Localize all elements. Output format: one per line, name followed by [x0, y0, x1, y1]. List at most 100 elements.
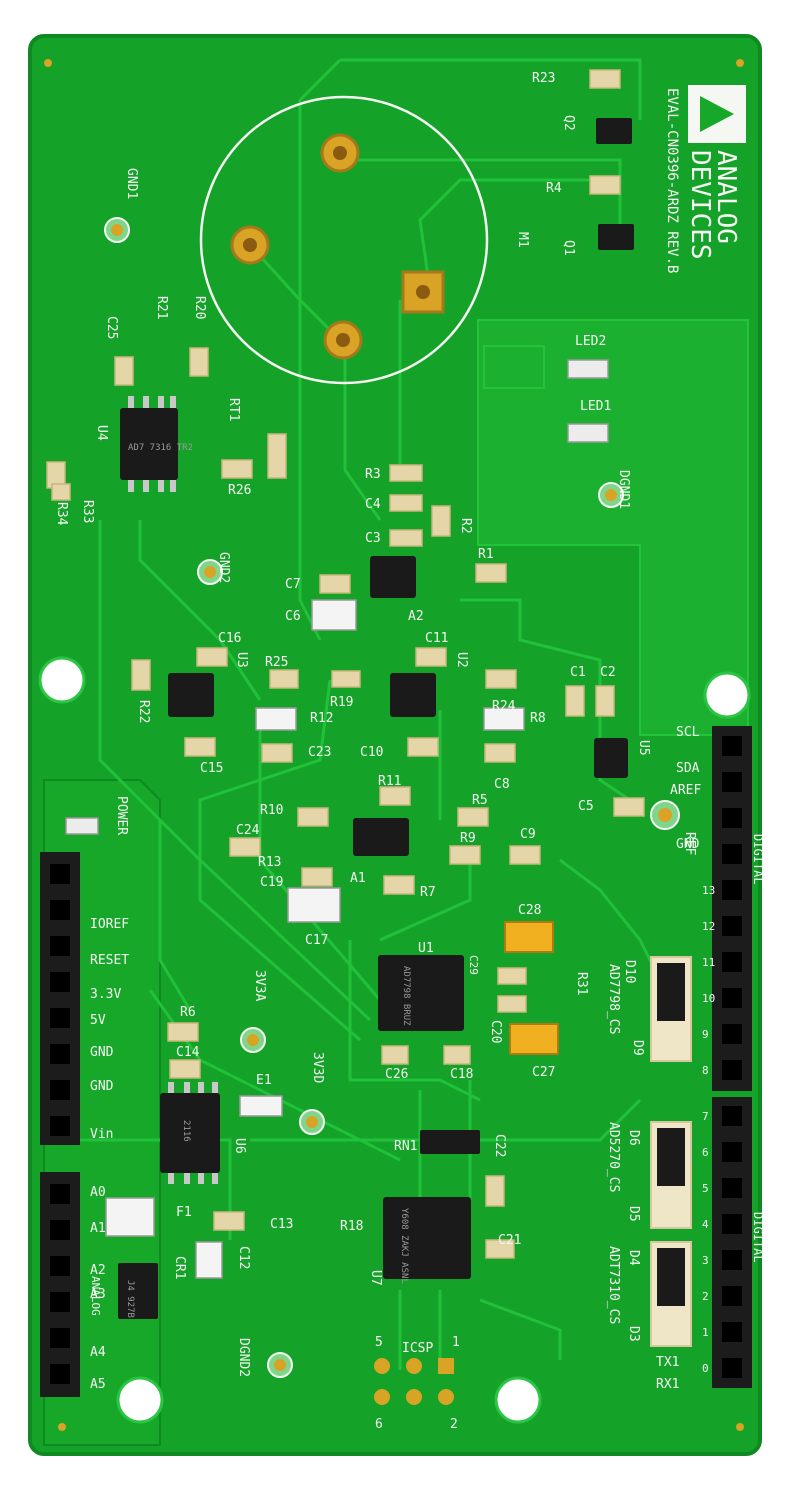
label-a5: A5	[90, 1377, 106, 1392]
u1-marking: AD7798 BRUZ	[401, 966, 411, 1026]
label-r21: R21	[154, 296, 169, 319]
label-r31: R31	[574, 972, 589, 995]
label-c12: C12	[236, 1246, 251, 1269]
label-r5: R5	[472, 793, 488, 808]
label-led2: LED2	[575, 334, 606, 349]
label-vin: Vin	[90, 1127, 113, 1142]
label-r23: R23	[532, 71, 555, 86]
pin-0: 0	[702, 1362, 709, 1375]
label-q1: Q1	[561, 240, 576, 256]
pin-8: 8	[702, 1064, 709, 1077]
label-c25: C25	[104, 316, 119, 339]
label-d5: D5	[626, 1206, 641, 1222]
label-3v3d: 3V3D	[310, 1052, 325, 1083]
label-u2: U2	[454, 652, 469, 668]
label-a2: A2	[408, 609, 424, 624]
label-aref: AREF	[670, 783, 701, 798]
label-c9: C9	[520, 827, 536, 842]
label-c1: C1	[570, 665, 586, 680]
label-dgnd2: DGND2	[236, 1338, 251, 1377]
label-digital-top: DIGITAL	[751, 834, 765, 885]
label-3v3: 3.3V	[90, 987, 121, 1002]
m1-outline	[199, 95, 489, 385]
pin-7: 7	[702, 1110, 709, 1123]
label-gnd1: GND1	[124, 168, 139, 199]
label-rt1: RT1	[226, 398, 241, 421]
label-a0: A0	[90, 1185, 106, 1200]
label-digital-bottom: DIGITAL	[751, 1212, 765, 1263]
label-ref: REF	[682, 832, 697, 856]
label-r11: R11	[378, 774, 401, 789]
label-c17: C17	[305, 933, 328, 948]
pin-10: 10	[702, 992, 715, 1005]
label-r7: R7	[420, 885, 436, 900]
pin-2: 2	[702, 1290, 709, 1303]
label-r34: R34	[54, 502, 69, 526]
u7-marking: Y608 ZAKJ ASNL	[399, 1208, 409, 1284]
label-gnd-a: GND	[90, 1045, 114, 1060]
label-a2-pin: A2	[90, 1263, 106, 1278]
label-d10: D10	[622, 960, 637, 983]
label-c14: C14	[176, 1045, 200, 1060]
label-gnd-b: GND	[90, 1079, 114, 1094]
label-c8: C8	[494, 777, 510, 792]
label-c4: C4	[365, 497, 381, 512]
label-r8: R8	[530, 711, 546, 726]
label-c7: C7	[285, 577, 301, 592]
pin-5: 5	[702, 1182, 709, 1195]
label-adt7310-cs: ADT7310_CS	[606, 1246, 621, 1324]
chip-markings: AD7 7316 TR2 AD7798 BRUZ Y608 ZAKJ ASNL …	[125, 443, 411, 1318]
label-rx1: RX1	[656, 1377, 679, 1392]
label-3v3a: 3V3A	[252, 970, 267, 1001]
label-u6: U6	[232, 1138, 247, 1154]
label-r18: R18	[340, 1219, 363, 1234]
label-tx1: TX1	[656, 1355, 679, 1370]
pin-11: 11	[702, 956, 715, 969]
label-r13: R13	[258, 855, 281, 870]
label-ad7798-cs: AD7798_CS	[606, 964, 621, 1034]
label-u4: U4	[94, 425, 109, 441]
test-points	[104, 217, 680, 1378]
pin-1: 1	[702, 1326, 709, 1339]
pin-headers[interactable]	[40, 726, 752, 1397]
label-r24: R24	[492, 699, 516, 714]
u6-marking: 2116	[181, 1120, 191, 1142]
label-c18: C18	[450, 1067, 473, 1082]
label-c2: C2	[600, 665, 616, 680]
label-c29: C29	[467, 955, 480, 975]
label-icsp: ICSP	[402, 1341, 433, 1356]
label-u5: U5	[636, 740, 651, 756]
label-d9: D9	[630, 1040, 645, 1056]
label-r4: R4	[546, 181, 562, 196]
pin-4: 4	[702, 1218, 709, 1231]
label-r20: R20	[192, 296, 207, 319]
label-gnd2: GND2	[216, 552, 231, 583]
label-c20: C20	[488, 1020, 503, 1043]
label-c3: C3	[365, 531, 381, 546]
label-r3: R3	[365, 467, 381, 482]
label-r22: R22	[136, 700, 151, 723]
label-icsp-2: 2	[450, 1417, 458, 1432]
label-a4: A4	[90, 1345, 106, 1360]
label-analog: ANALOG	[89, 1276, 102, 1316]
passives	[46, 69, 645, 1279]
jumpers[interactable]	[650, 956, 692, 1347]
label-c21: C21	[498, 1233, 521, 1248]
label-d4: D4	[626, 1250, 641, 1266]
u4-marking: AD7 7316 TR2	[128, 443, 193, 453]
label-c13: C13	[270, 1217, 293, 1232]
label-a1-pin: A1	[90, 1221, 106, 1236]
label-r25: R25	[265, 655, 288, 670]
label-icsp-1: 1	[452, 1335, 460, 1350]
label-ad5270-cs: AD5270_CS	[606, 1122, 621, 1192]
label-c24: C24	[236, 823, 260, 838]
label-c5: C5	[578, 799, 594, 814]
label-r10: R10	[260, 803, 283, 818]
label-c16: C16	[218, 631, 241, 646]
pin-6: 6	[702, 1146, 709, 1159]
label-icsp-6: 6	[375, 1417, 383, 1432]
label-icsp-5: 5	[375, 1335, 383, 1350]
label-r9: R9	[460, 831, 476, 846]
